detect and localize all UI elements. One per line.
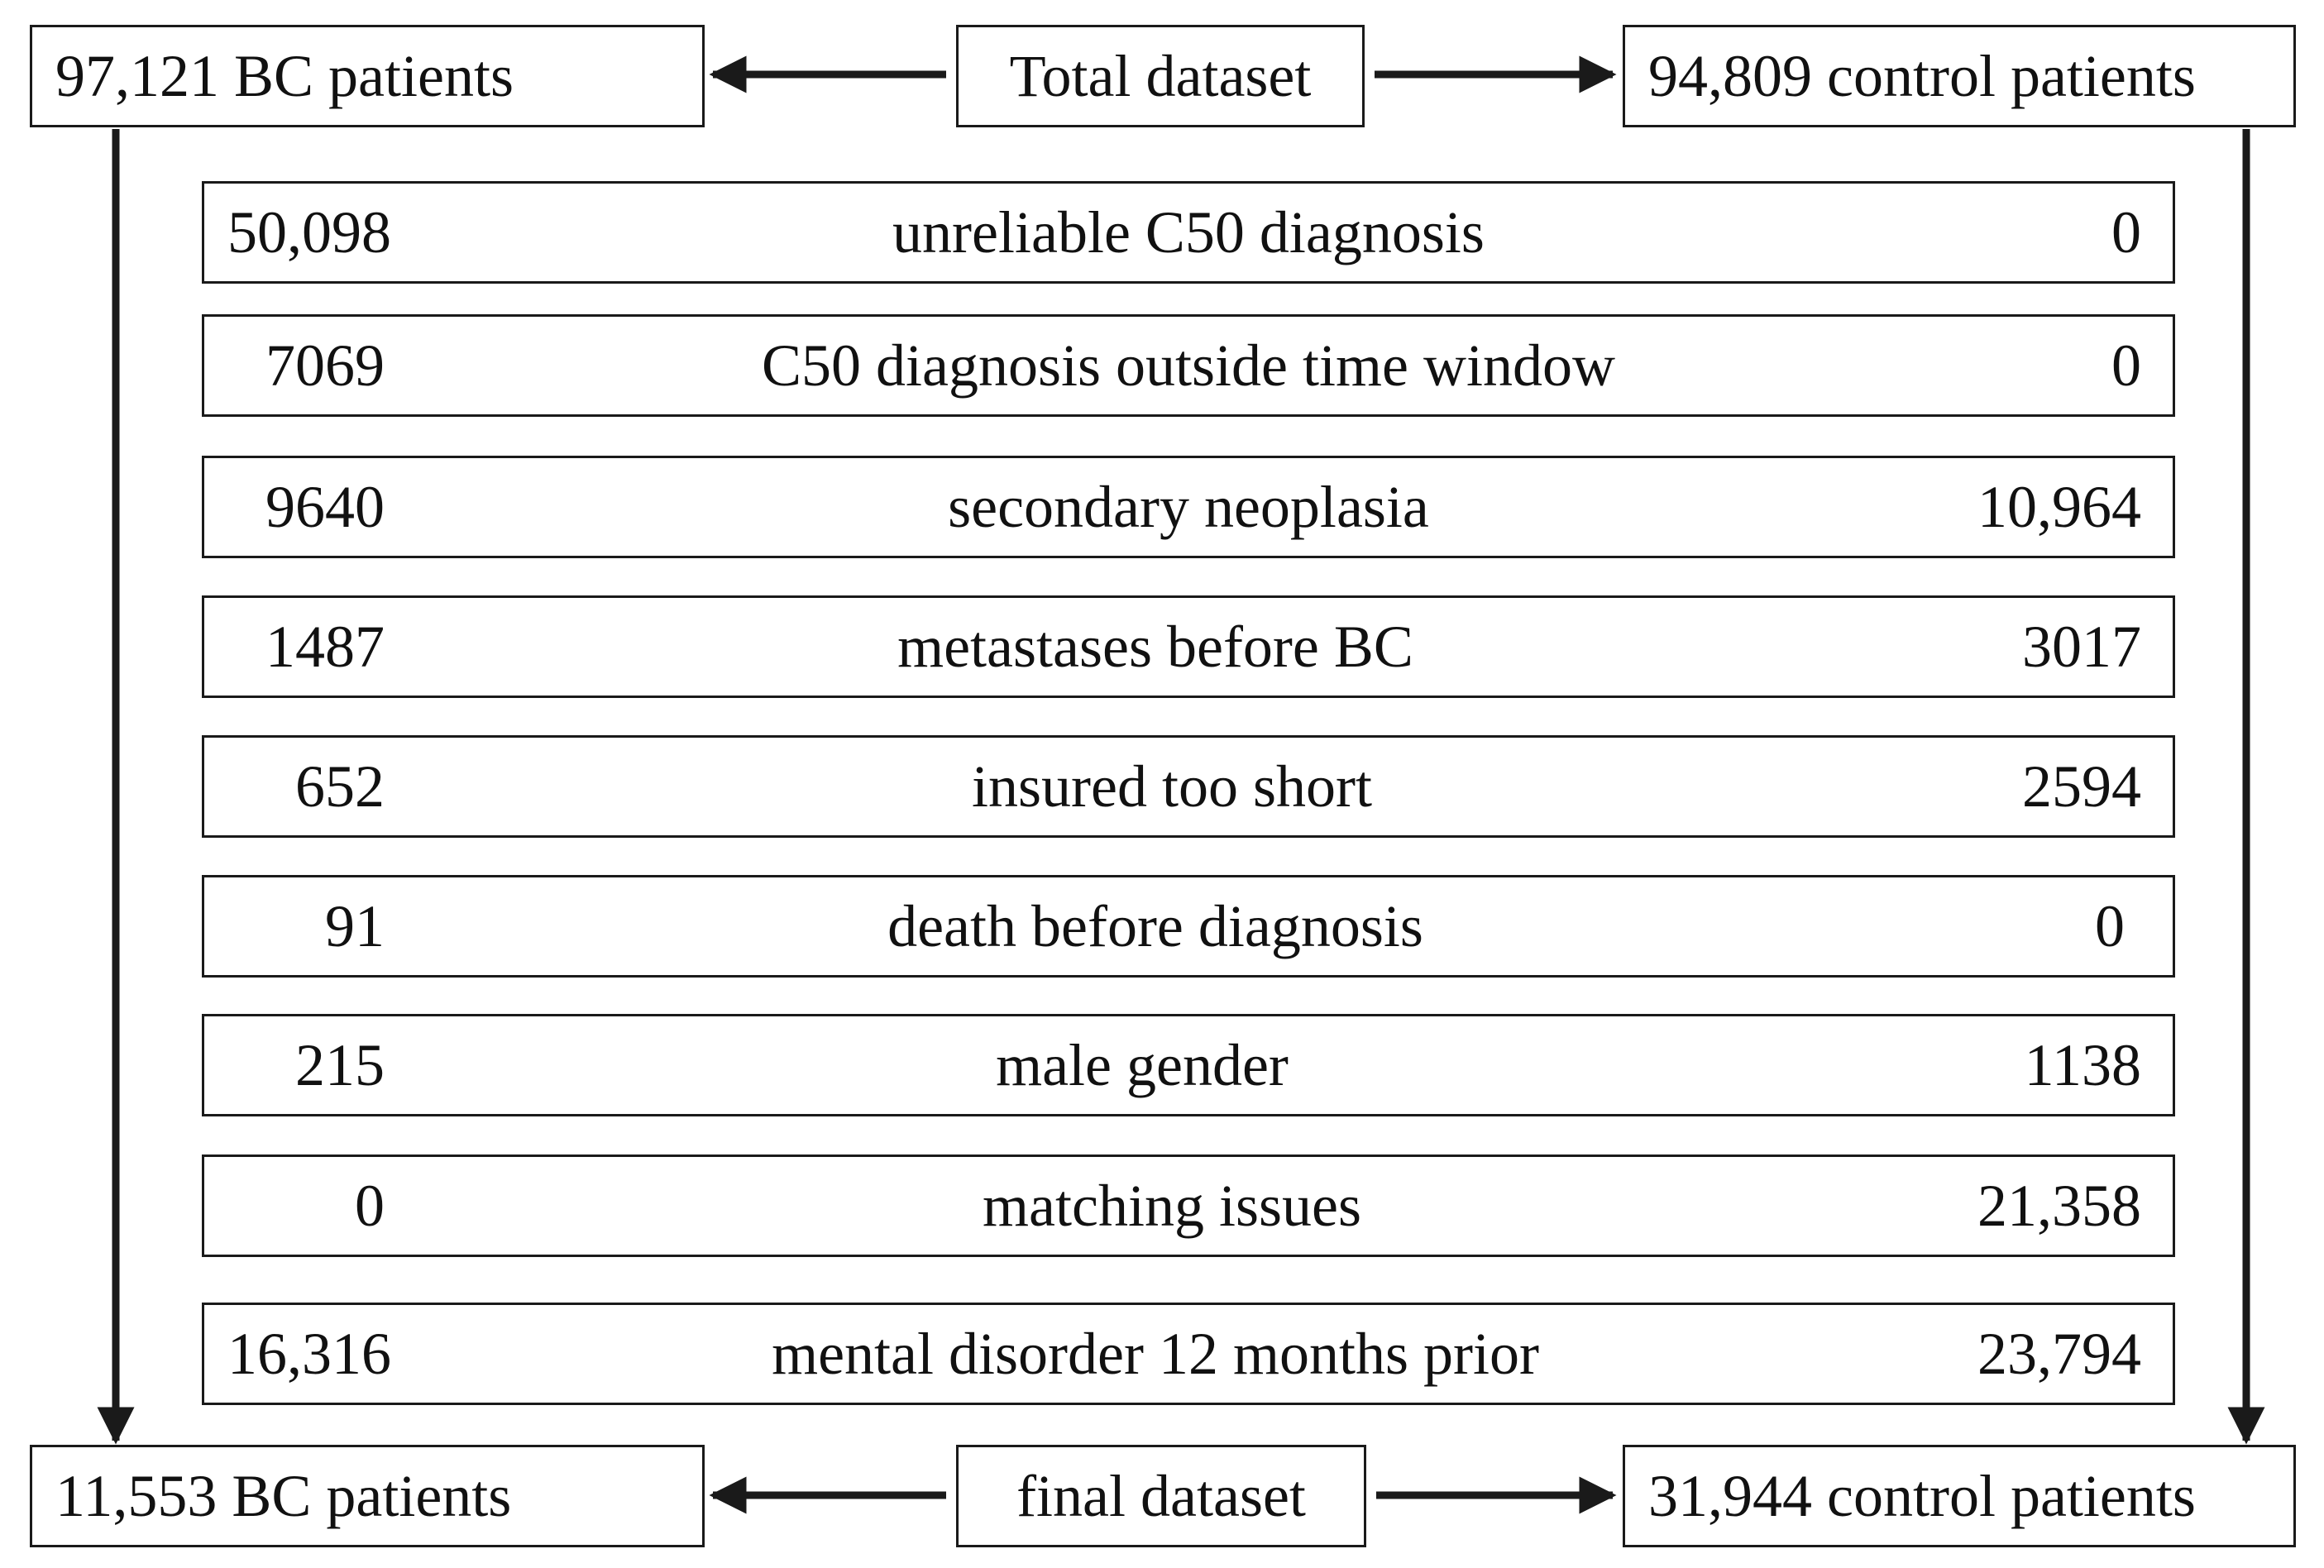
bc-patients-start-label: 97,121 BC patients — [55, 42, 514, 109]
exclusion-reason-label: mental disorder 12 months prior — [772, 1320, 1539, 1387]
exclusion-row-secondary-neoplasia: 9640 secondary neoplasia 10,964 — [202, 456, 2175, 558]
control-excluded-count: 2594 — [2022, 753, 2141, 820]
bc-excluded-count: 91 — [325, 892, 385, 959]
bc-excluded-count: 9640 — [265, 473, 385, 540]
control-excluded-count: 23,794 — [1977, 1320, 2141, 1387]
exclusion-row-mental-disorder: 16,316 mental disorder 12 months prior 2… — [202, 1303, 2175, 1405]
control-excluded-count: 21,358 — [1977, 1172, 2141, 1239]
control-excluded-count: 0 — [2095, 892, 2125, 959]
control-patients-start-box: 94,809 control patients — [1623, 25, 2296, 127]
exclusion-row-insured-too-short: 652 insured too short 2594 — [202, 735, 2175, 838]
bc-excluded-count: 16,316 — [227, 1320, 391, 1387]
control-patients-start-label: 94,809 control patients — [1648, 42, 2196, 109]
bc-patients-final-label: 11,553 BC patients — [55, 1462, 512, 1529]
exclusion-reason-label: C50 diagnosis outside time window — [762, 332, 1615, 399]
control-excluded-count: 0 — [2111, 332, 2141, 399]
bc-excluded-count: 50,098 — [227, 198, 391, 265]
exclusion-row-unreliable-c50: 50,098 unreliable C50 diagnosis 0 — [202, 181, 2175, 284]
exclusion-reason-label: death before diagnosis — [887, 892, 1423, 959]
bc-excluded-count: 1487 — [265, 613, 385, 680]
exclusion-row-outside-time-window: 7069 C50 diagnosis outside time window 0 — [202, 314, 2175, 417]
exclusion-reason-label: metastases before BC — [897, 613, 1413, 680]
exclusion-row-matching-issues: 0 matching issues 21,358 — [202, 1154, 2175, 1257]
bc-excluded-count: 215 — [295, 1031, 385, 1098]
control-excluded-count: 10,964 — [1977, 473, 2141, 540]
control-excluded-count: 3017 — [2022, 613, 2141, 680]
exclusion-reason-label: matching issues — [983, 1172, 1361, 1239]
bc-excluded-count: 652 — [295, 753, 385, 820]
exclusion-row-male-gender: 215 male gender 1138 — [202, 1014, 2175, 1116]
control-patients-final-box: 31,944 control patients — [1623, 1445, 2296, 1547]
bc-patients-final-box: 11,553 BC patients — [30, 1445, 705, 1547]
bc-excluded-count: 0 — [355, 1172, 385, 1239]
total-dataset-label: Total dataset — [1009, 42, 1312, 109]
exclusion-row-metastases: 1487 metastases before BC 3017 — [202, 595, 2175, 698]
bc-excluded-count: 7069 — [265, 332, 385, 399]
total-dataset-box: Total dataset — [956, 25, 1365, 127]
exclusion-reason-label: insured too short — [972, 753, 1372, 820]
exclusion-reason-label: male gender — [996, 1031, 1289, 1098]
exclusion-row-death-before-diagnosis: 91 death before diagnosis 0 — [202, 875, 2175, 978]
exclusion-reason-label: secondary neoplasia — [948, 473, 1429, 540]
control-excluded-count: 0 — [2111, 198, 2141, 265]
control-excluded-count: 1138 — [2024, 1031, 2141, 1098]
control-patients-final-label: 31,944 control patients — [1648, 1462, 2196, 1529]
bc-patients-start-box: 97,121 BC patients — [30, 25, 705, 127]
final-dataset-label: final dataset — [1016, 1462, 1306, 1529]
exclusion-reason-label: unreliable C50 diagnosis — [892, 198, 1485, 265]
final-dataset-box: final dataset — [956, 1445, 1366, 1547]
